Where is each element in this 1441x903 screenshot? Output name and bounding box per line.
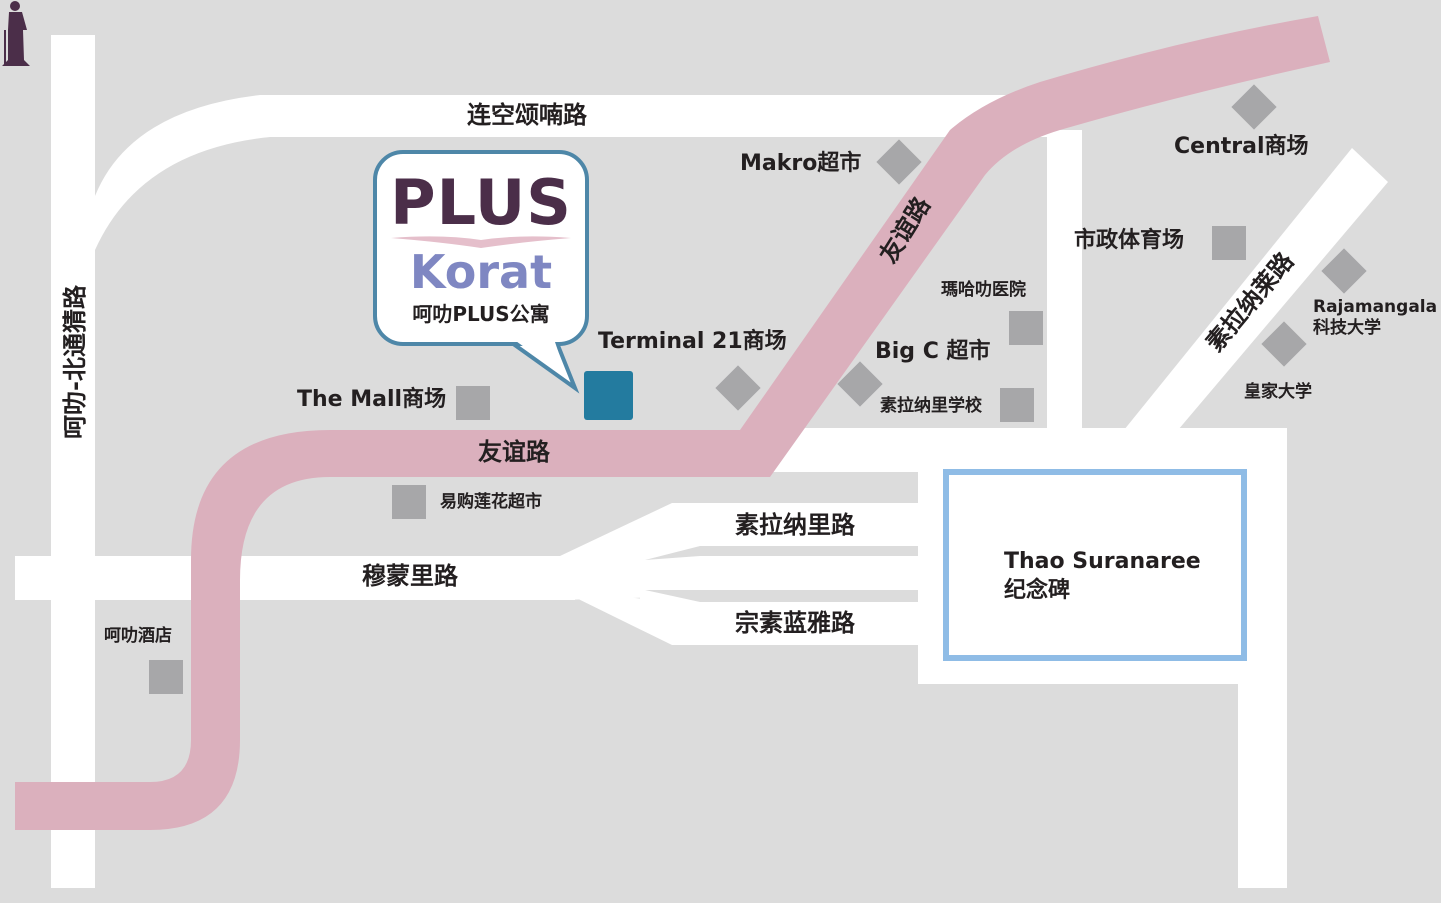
plus-logo-title: PLUS — [390, 166, 572, 239]
west-horizontal-road — [15, 556, 575, 600]
east-horizontal-road — [760, 428, 1287, 472]
friendship-road-lower-label: 友谊路 — [478, 438, 550, 466]
surnaree-road-shape — [560, 503, 918, 600]
city-hall-label: 市政体育场 — [1074, 228, 1185, 253]
lotus-label: 易购莲花超市 — [440, 492, 542, 512]
hotel-marker-icon — [149, 660, 183, 694]
central-label: Central商场 — [1174, 134, 1309, 159]
wing-divider-icon — [391, 236, 571, 248]
mittraphap-west-label: 穆蒙里路 — [362, 562, 458, 590]
east-diag-road-shape — [1124, 148, 1388, 430]
fan-island-1 — [645, 546, 918, 560]
hospital-label: 瑪哈叻医院 — [941, 280, 1026, 300]
the-mall-label: The Mall商场 — [297, 387, 447, 412]
hotel-label: 呵叻酒店 — [104, 626, 172, 646]
plus-caption: 呵叻PLUS公寓 — [412, 302, 550, 326]
west-road-label: 呵叻-北通猜路 — [61, 285, 89, 439]
plus-logo-subtitle: Korat — [409, 245, 553, 299]
monument-frame — [943, 469, 1247, 661]
inner-vertical-road — [1047, 130, 1082, 430]
lotus-marker-icon — [392, 485, 426, 519]
school-label: 素拉纳里学校 — [880, 396, 982, 416]
chomsurang-road-label: 宗素蓝雅路 — [735, 609, 855, 637]
rajamangala-label-1: Rajamangala — [1313, 297, 1438, 317]
makro-label: Makro超市 — [740, 151, 862, 176]
the-mall-marker-icon — [456, 386, 490, 420]
hospital-marker-icon — [1009, 311, 1043, 345]
plus-location-icon[interactable] — [584, 371, 633, 420]
middle-road-shape — [560, 556, 918, 600]
surnaree-road-label: 素拉纳里路 — [735, 511, 855, 539]
top-road-label: 连空颂喃路 — [467, 101, 587, 129]
monument-label-2: 纪念碑 — [1004, 578, 1071, 603]
fan-island-2 — [645, 590, 918, 602]
school-marker-icon — [1000, 388, 1034, 422]
top-road-shape — [95, 95, 1050, 250]
monument-label-1: Thao Suranaree — [1004, 549, 1201, 574]
statue-icon — [2, 1, 30, 66]
city-hall-marker-icon — [1212, 226, 1246, 260]
west-road-shape — [51, 35, 95, 888]
big-c-label: Big C 超市 — [875, 339, 991, 364]
terminal21-label: Terminal 21商场 — [598, 329, 787, 354]
royal-univ-label: 皇家大学 — [1244, 382, 1312, 402]
plus-callout[interactable]: PLUS Korat 呵叻PLUS公寓 — [373, 150, 589, 346]
chomsurang-road-shape — [560, 590, 918, 645]
rajamangala-label-2: 科技大学 — [1313, 318, 1381, 338]
